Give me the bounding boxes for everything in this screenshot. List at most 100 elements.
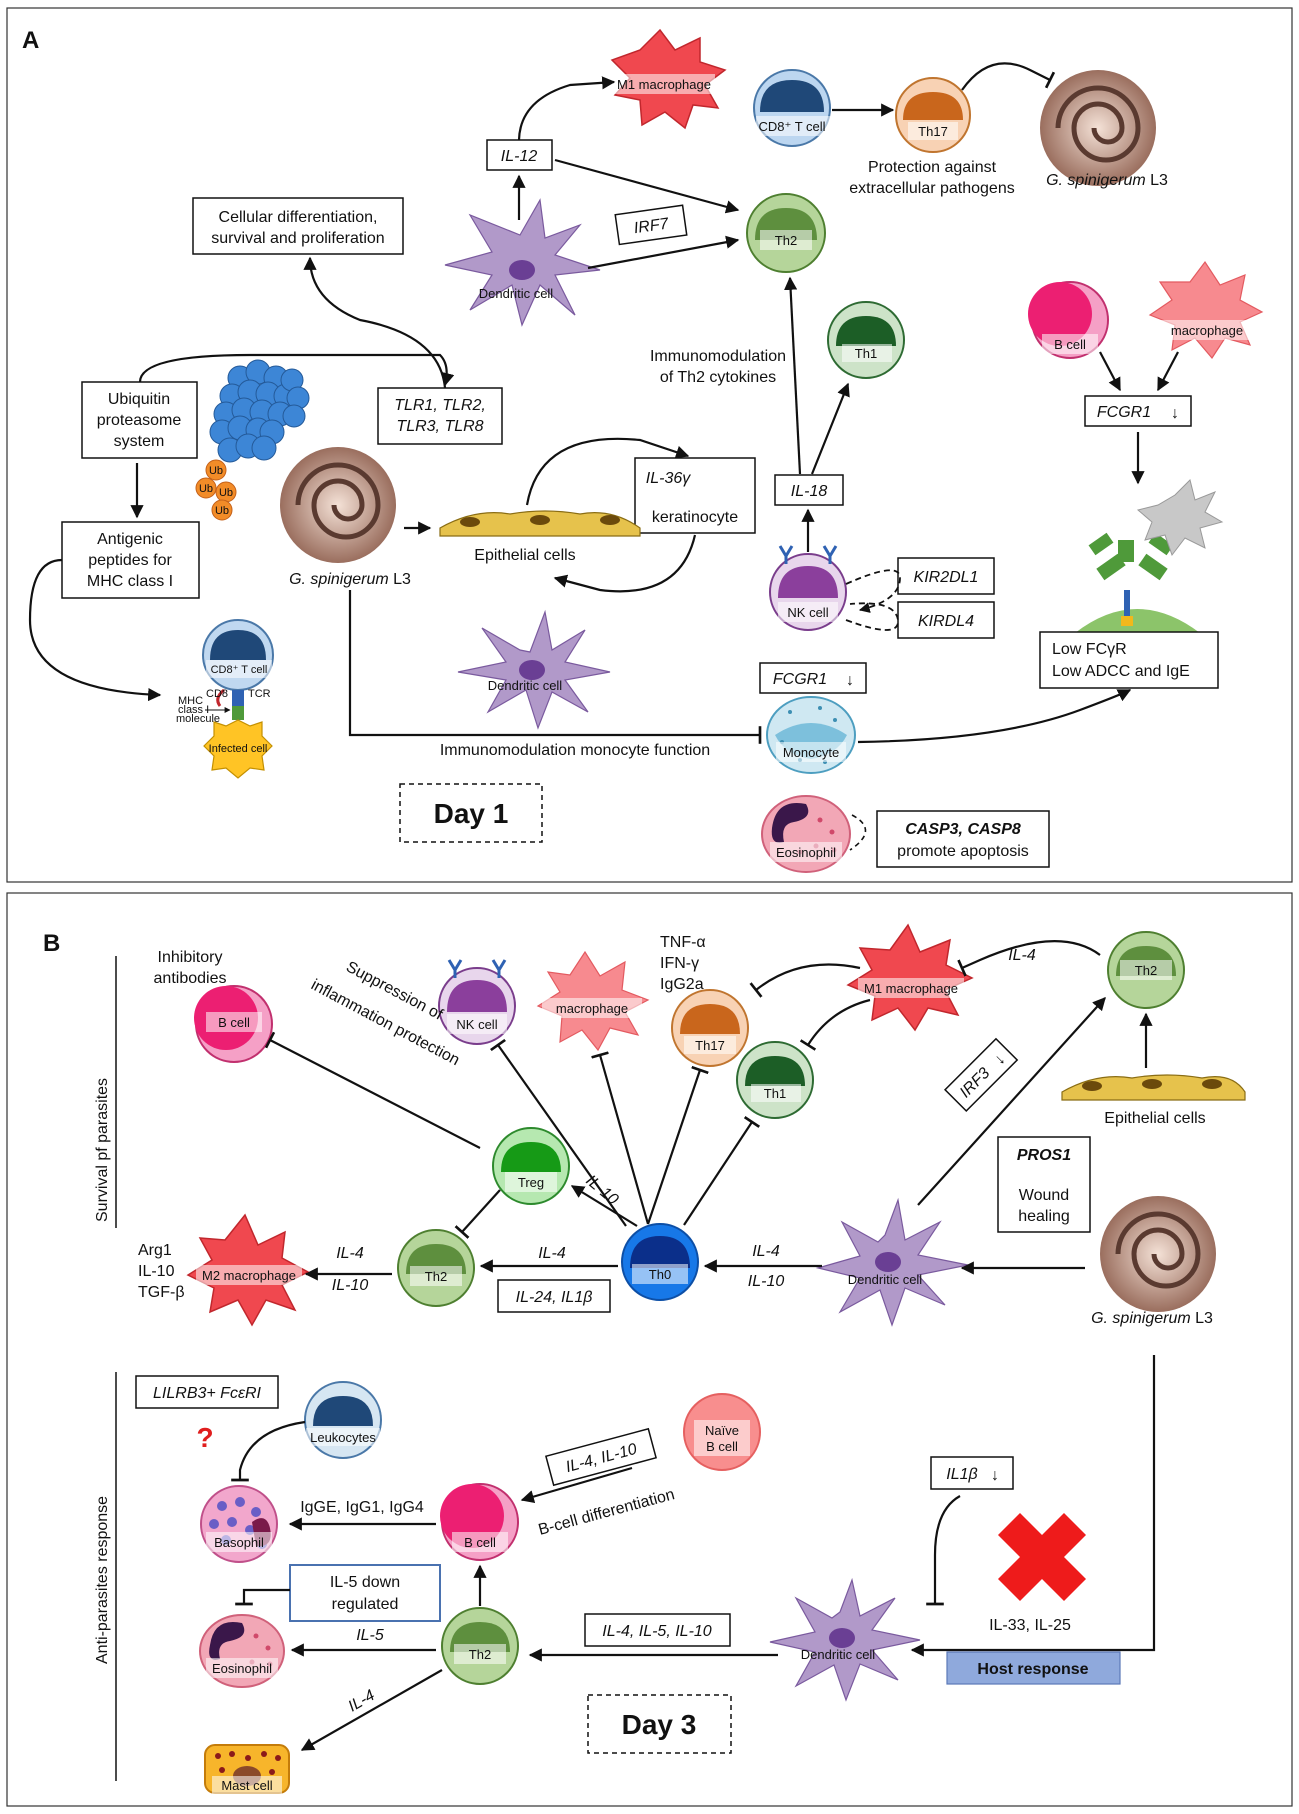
svg-text:IFN-γ: IFN-γ (660, 955, 699, 972)
tlr-box (377, 387, 503, 445)
svg-text:Th2: Th2 (469, 1647, 491, 1662)
day3-box (587, 1694, 732, 1754)
svg-text:Mast cell: Mast cell (221, 1778, 272, 1793)
th1-cell-a: Th1 (827, 301, 905, 379)
th2-cell-b-low: Th2 (441, 1607, 519, 1685)
il5-down-box (289, 1564, 441, 1622)
anti-parasites-side-label: Anti-parasites response (94, 1496, 111, 1664)
svg-text:Ub: Ub (209, 465, 223, 477)
svg-text:IL-24, IL1β: IL-24, IL1β (516, 1289, 593, 1306)
svg-text:CD8: CD8 (206, 688, 228, 700)
day1-box (399, 783, 543, 843)
svg-text:↓: ↓ (991, 1467, 999, 1484)
treg-cell: Treg (492, 1127, 570, 1205)
svg-text:Eosinophil: Eosinophil (212, 1661, 272, 1676)
svg-text:IL-4: IL-4 (336, 1245, 364, 1262)
svg-text:TCR: TCR (248, 688, 271, 700)
monocyte-cell: Monocyte (766, 696, 856, 774)
svg-text:IL-4: IL-4 (538, 1245, 566, 1262)
svg-text:regulated: regulated (332, 1596, 399, 1613)
host-response-box (946, 1651, 1121, 1685)
m1-macrophage-a: M1 macrophage (610, 28, 727, 130)
svg-text:TNF-α: TNF-α (660, 934, 706, 951)
nk-cell-b: NK cell (438, 959, 516, 1045)
svg-text:Treg: Treg (518, 1175, 544, 1190)
svg-text:Dendritic cell: Dendritic cell (479, 286, 554, 301)
antigenic-peptides-box (61, 521, 200, 599)
svg-text:Day 1: Day 1 (434, 798, 509, 829)
low-fcr-box (1039, 631, 1219, 689)
il18-box (774, 474, 844, 506)
il24-box (497, 1279, 611, 1313)
svg-text:B cell: B cell (464, 1535, 496, 1550)
svg-text:IL-5: IL-5 (356, 1627, 384, 1644)
svg-text:IL1β: IL1β (946, 1466, 977, 1483)
g-spinigerum-larva-a-top (1040, 70, 1156, 186)
svg-text:TLR3, TLR8: TLR3, TLR8 (396, 418, 483, 435)
th2-cell-b-mid: Th2 (397, 1229, 475, 1307)
svg-text:Day 3: Day 3 (622, 1709, 697, 1740)
svg-text:Th2: Th2 (425, 1269, 447, 1284)
mast-cell: Mast cell (204, 1744, 290, 1794)
nk-cell-a: NK cell (769, 545, 847, 631)
kir2dl1-box (897, 557, 995, 595)
svg-text:Wound: Wound (1019, 1187, 1069, 1204)
svg-text:IL-12: IL-12 (501, 148, 538, 165)
svg-text:IL-10: IL-10 (748, 1273, 785, 1290)
g-spinigerum-larva-a (280, 447, 396, 563)
dendritic-cell-b-low: Dendritic cell (769, 1577, 921, 1702)
svg-text:Th0: Th0 (649, 1267, 671, 1282)
panel-a-letter: A (22, 27, 39, 54)
svg-text:CD8⁺ T cell: CD8⁺ T cell (211, 664, 268, 676)
svg-text:↓: ↓ (1171, 405, 1179, 422)
g-spinigerum-larva-b (1100, 1196, 1216, 1312)
svg-text:Ub: Ub (199, 483, 213, 495)
svg-text:M1 macrophage: M1 macrophage (617, 77, 711, 92)
svg-text:Dendritic cell: Dendritic cell (488, 678, 563, 693)
svg-text:B cell: B cell (218, 1015, 250, 1030)
svg-text:Leukocytes: Leukocytes (310, 1430, 376, 1445)
svg-text:FCGR1: FCGR1 (1097, 404, 1151, 421)
svg-text:Ub: Ub (215, 505, 229, 517)
eosinophil-a: Eosinophil (761, 795, 851, 873)
svg-text:Th17: Th17 (918, 124, 948, 139)
svg-text:Naïve: Naïve (705, 1423, 739, 1438)
macrophage-a: macrophage (1148, 260, 1264, 360)
svg-text:B cell: B cell (1054, 337, 1086, 352)
svg-text:peptides for: peptides for (88, 552, 172, 569)
svg-text:↓: ↓ (846, 672, 854, 689)
svg-text:Inhibitory: Inhibitory (158, 949, 223, 966)
svg-text:KIRDL4: KIRDL4 (918, 613, 974, 630)
dendritic-cell-b-mid: Dendritic cell (815, 1197, 969, 1327)
svg-text:Dendritic cell: Dendritic cell (848, 1272, 923, 1287)
irf3-box: IRF3 ↓ (943, 1037, 1019, 1113)
lilrb3-box (135, 1375, 279, 1409)
svg-text:Host response: Host response (977, 1661, 1088, 1678)
svg-text:NK cell: NK cell (787, 605, 828, 620)
svg-text:Th1: Th1 (764, 1086, 786, 1101)
svg-text:Low FCγR: Low FCγR (1052, 641, 1127, 658)
m1-macrophage-b: M1 macrophage (846, 923, 974, 1032)
eosinophil-b: Eosinophil (199, 1614, 285, 1688)
svg-text:KIR2DL1: KIR2DL1 (914, 569, 979, 586)
epithelial-cells-a (439, 510, 641, 537)
svg-text:M2 macrophage: M2 macrophage (202, 1268, 296, 1283)
svg-text:CASP3, CASP8: CASP3, CASP8 (905, 821, 1021, 838)
b-cell-a: B cell (1028, 281, 1109, 359)
svg-text:Antigenic: Antigenic (97, 531, 163, 548)
dendritic-cell-a-top: Dendritic cell (444, 198, 601, 327)
svg-text:Arg1: Arg1 (138, 1242, 172, 1259)
svg-text:Infected cell: Infected cell (209, 743, 268, 755)
casp-box (876, 810, 1050, 868)
svg-text:antibodies: antibodies (154, 970, 227, 987)
svg-text:Th17: Th17 (695, 1038, 725, 1053)
svg-text:IL-10: IL-10 (332, 1277, 369, 1294)
svg-text:MHC class I: MHC class I (87, 573, 173, 590)
panel-b-letter: B (43, 930, 60, 957)
th17-cell-b: Th17 (671, 989, 749, 1067)
svg-text:IL-36γ: IL-36γ (646, 470, 691, 487)
th17-cell-a: Th17 (895, 77, 971, 153)
epithelial-cells-b (1061, 1074, 1246, 1101)
svg-text:Epithelial cells: Epithelial cells (1104, 1110, 1205, 1127)
